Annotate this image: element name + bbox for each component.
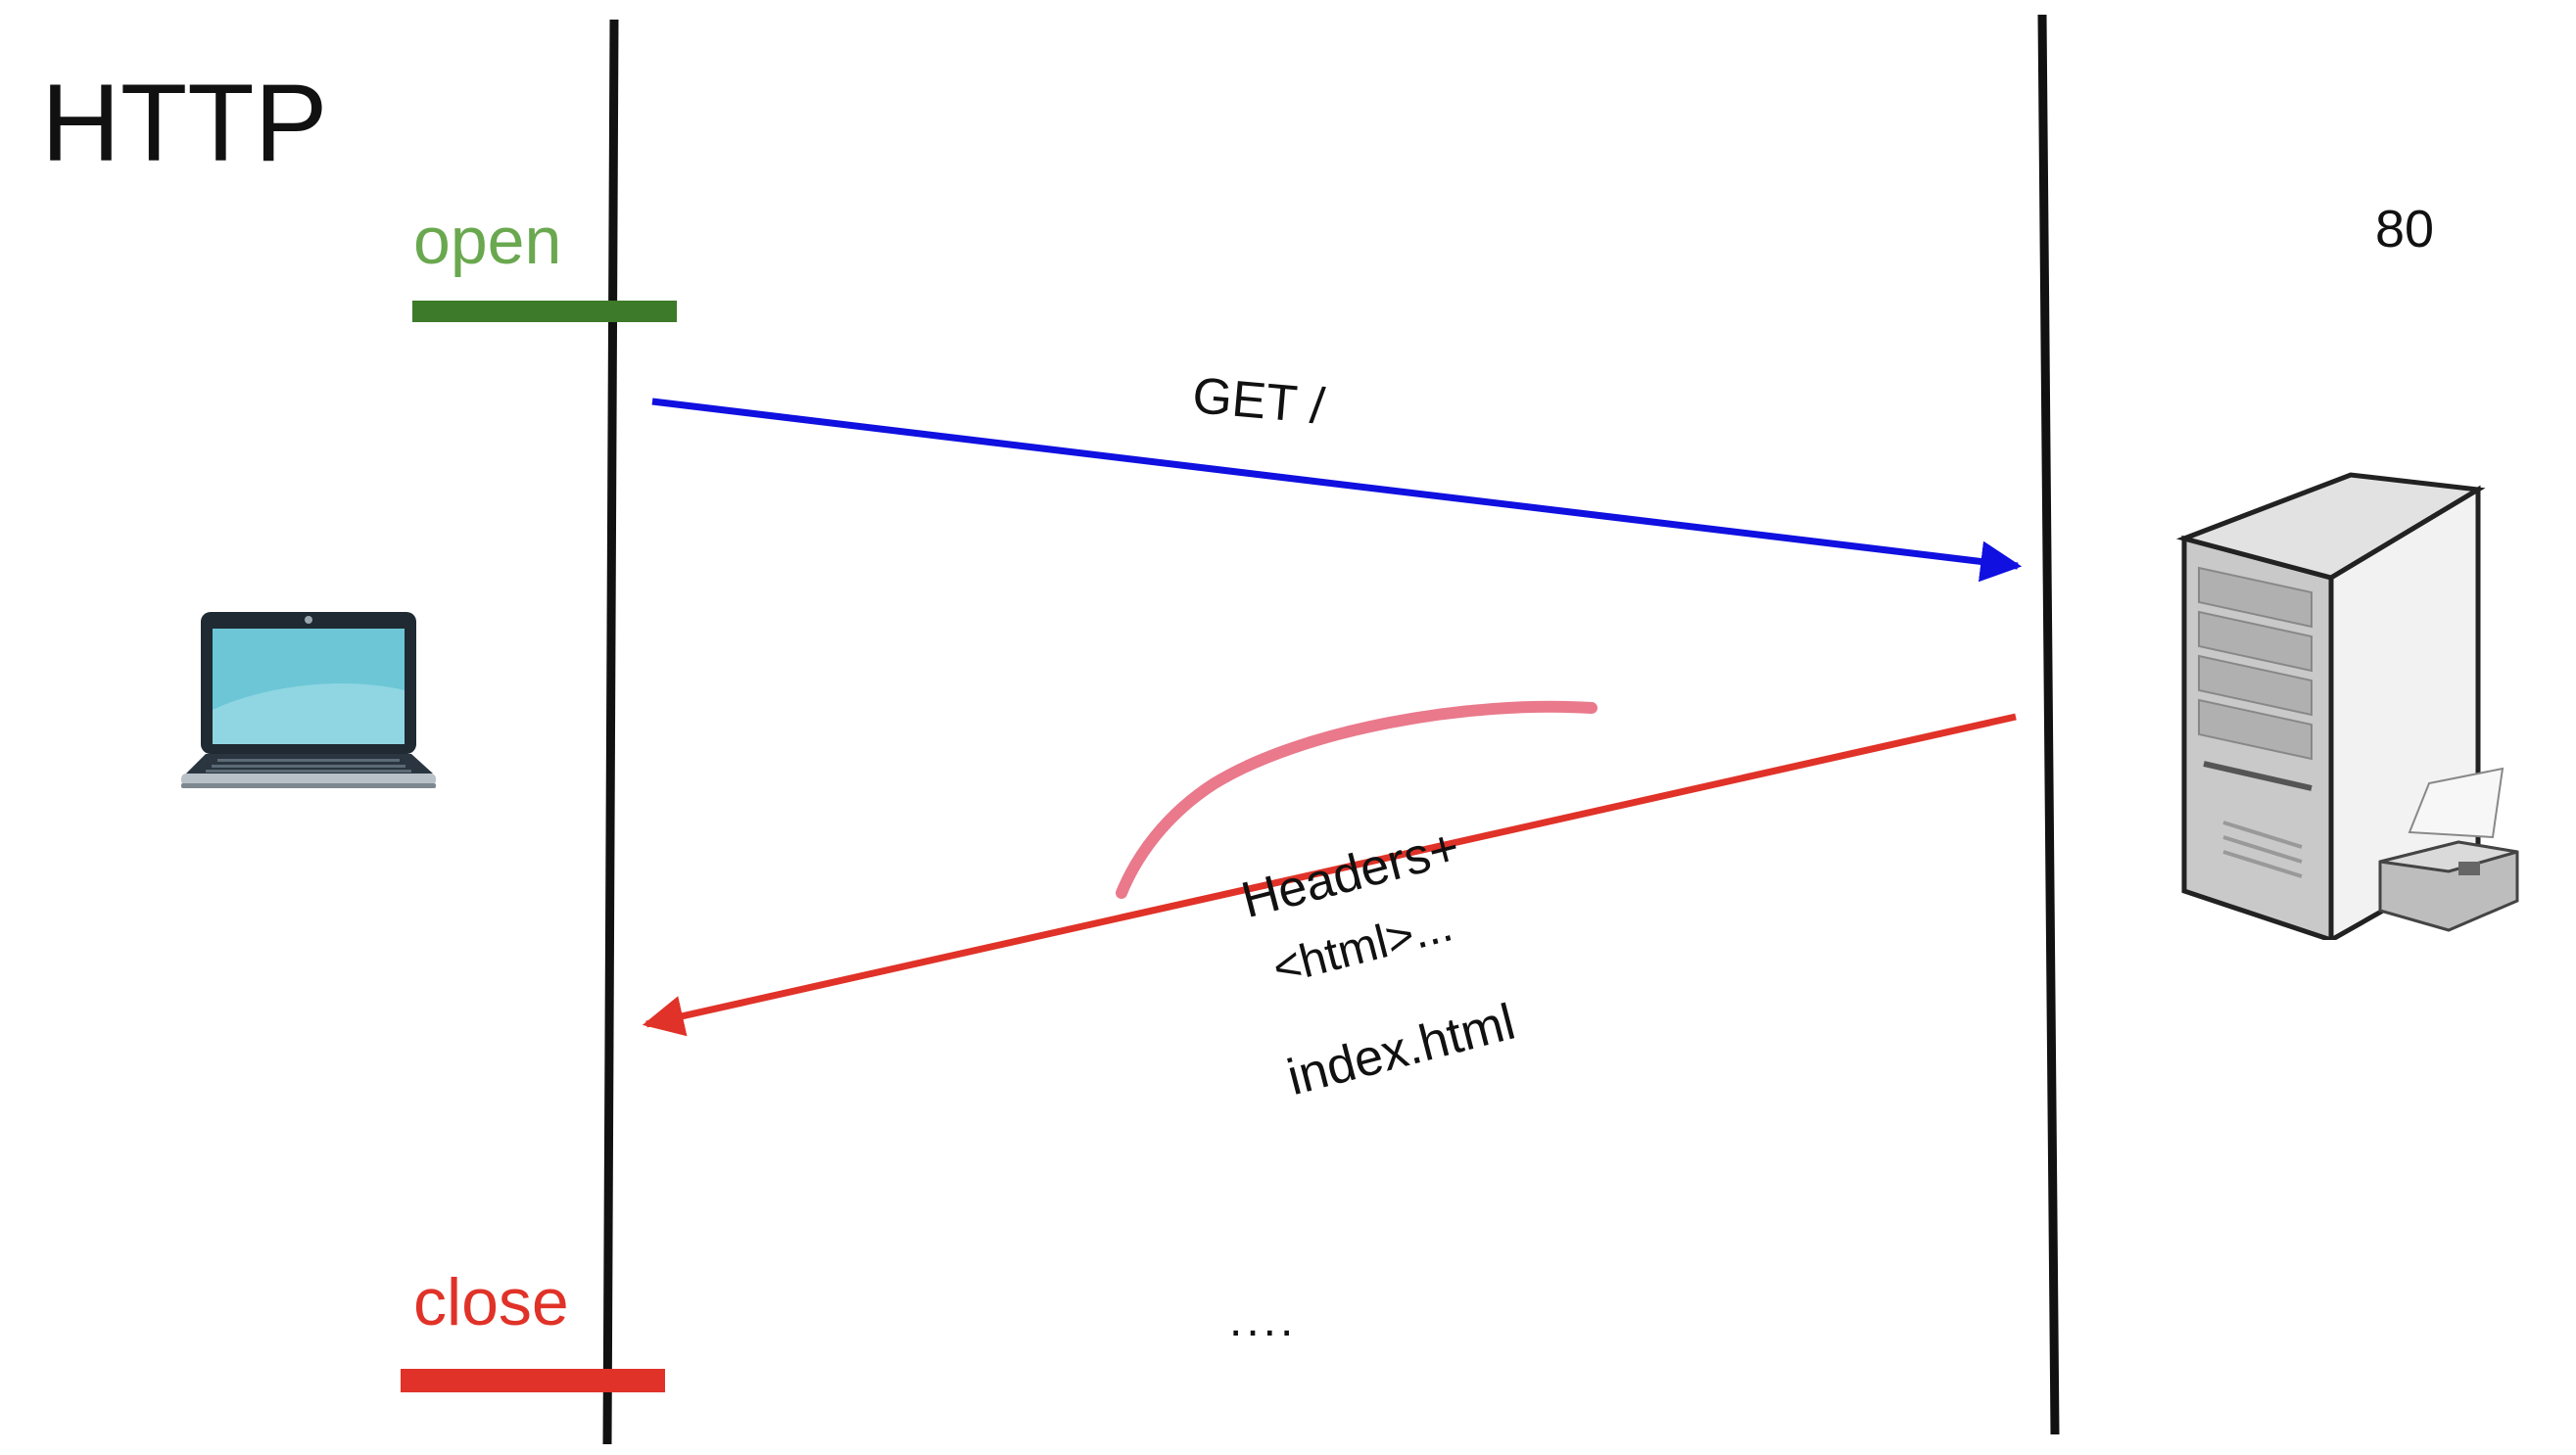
response-label-line2: index.html — [1281, 993, 1521, 1107]
client-lifeline — [602, 19, 619, 1445]
continuation-label: .... — [1229, 1294, 1298, 1346]
server-tower-icon — [2165, 470, 2527, 945]
port-label: 80 — [2375, 200, 2435, 258]
open-label: open — [413, 204, 562, 278]
request-arrow — [651, 398, 2023, 583]
close-label: close — [413, 1265, 569, 1339]
close-bar — [401, 1369, 665, 1392]
response-arrow — [642, 713, 2017, 1037]
diagram-title: HTTP — [41, 62, 328, 184]
open-bar — [412, 301, 677, 322]
request-label: GET / — [1190, 367, 1327, 436]
highlight-strike — [1116, 700, 1598, 899]
laptop-icon — [176, 607, 441, 803]
server-lifeline — [2037, 14, 2060, 1435]
